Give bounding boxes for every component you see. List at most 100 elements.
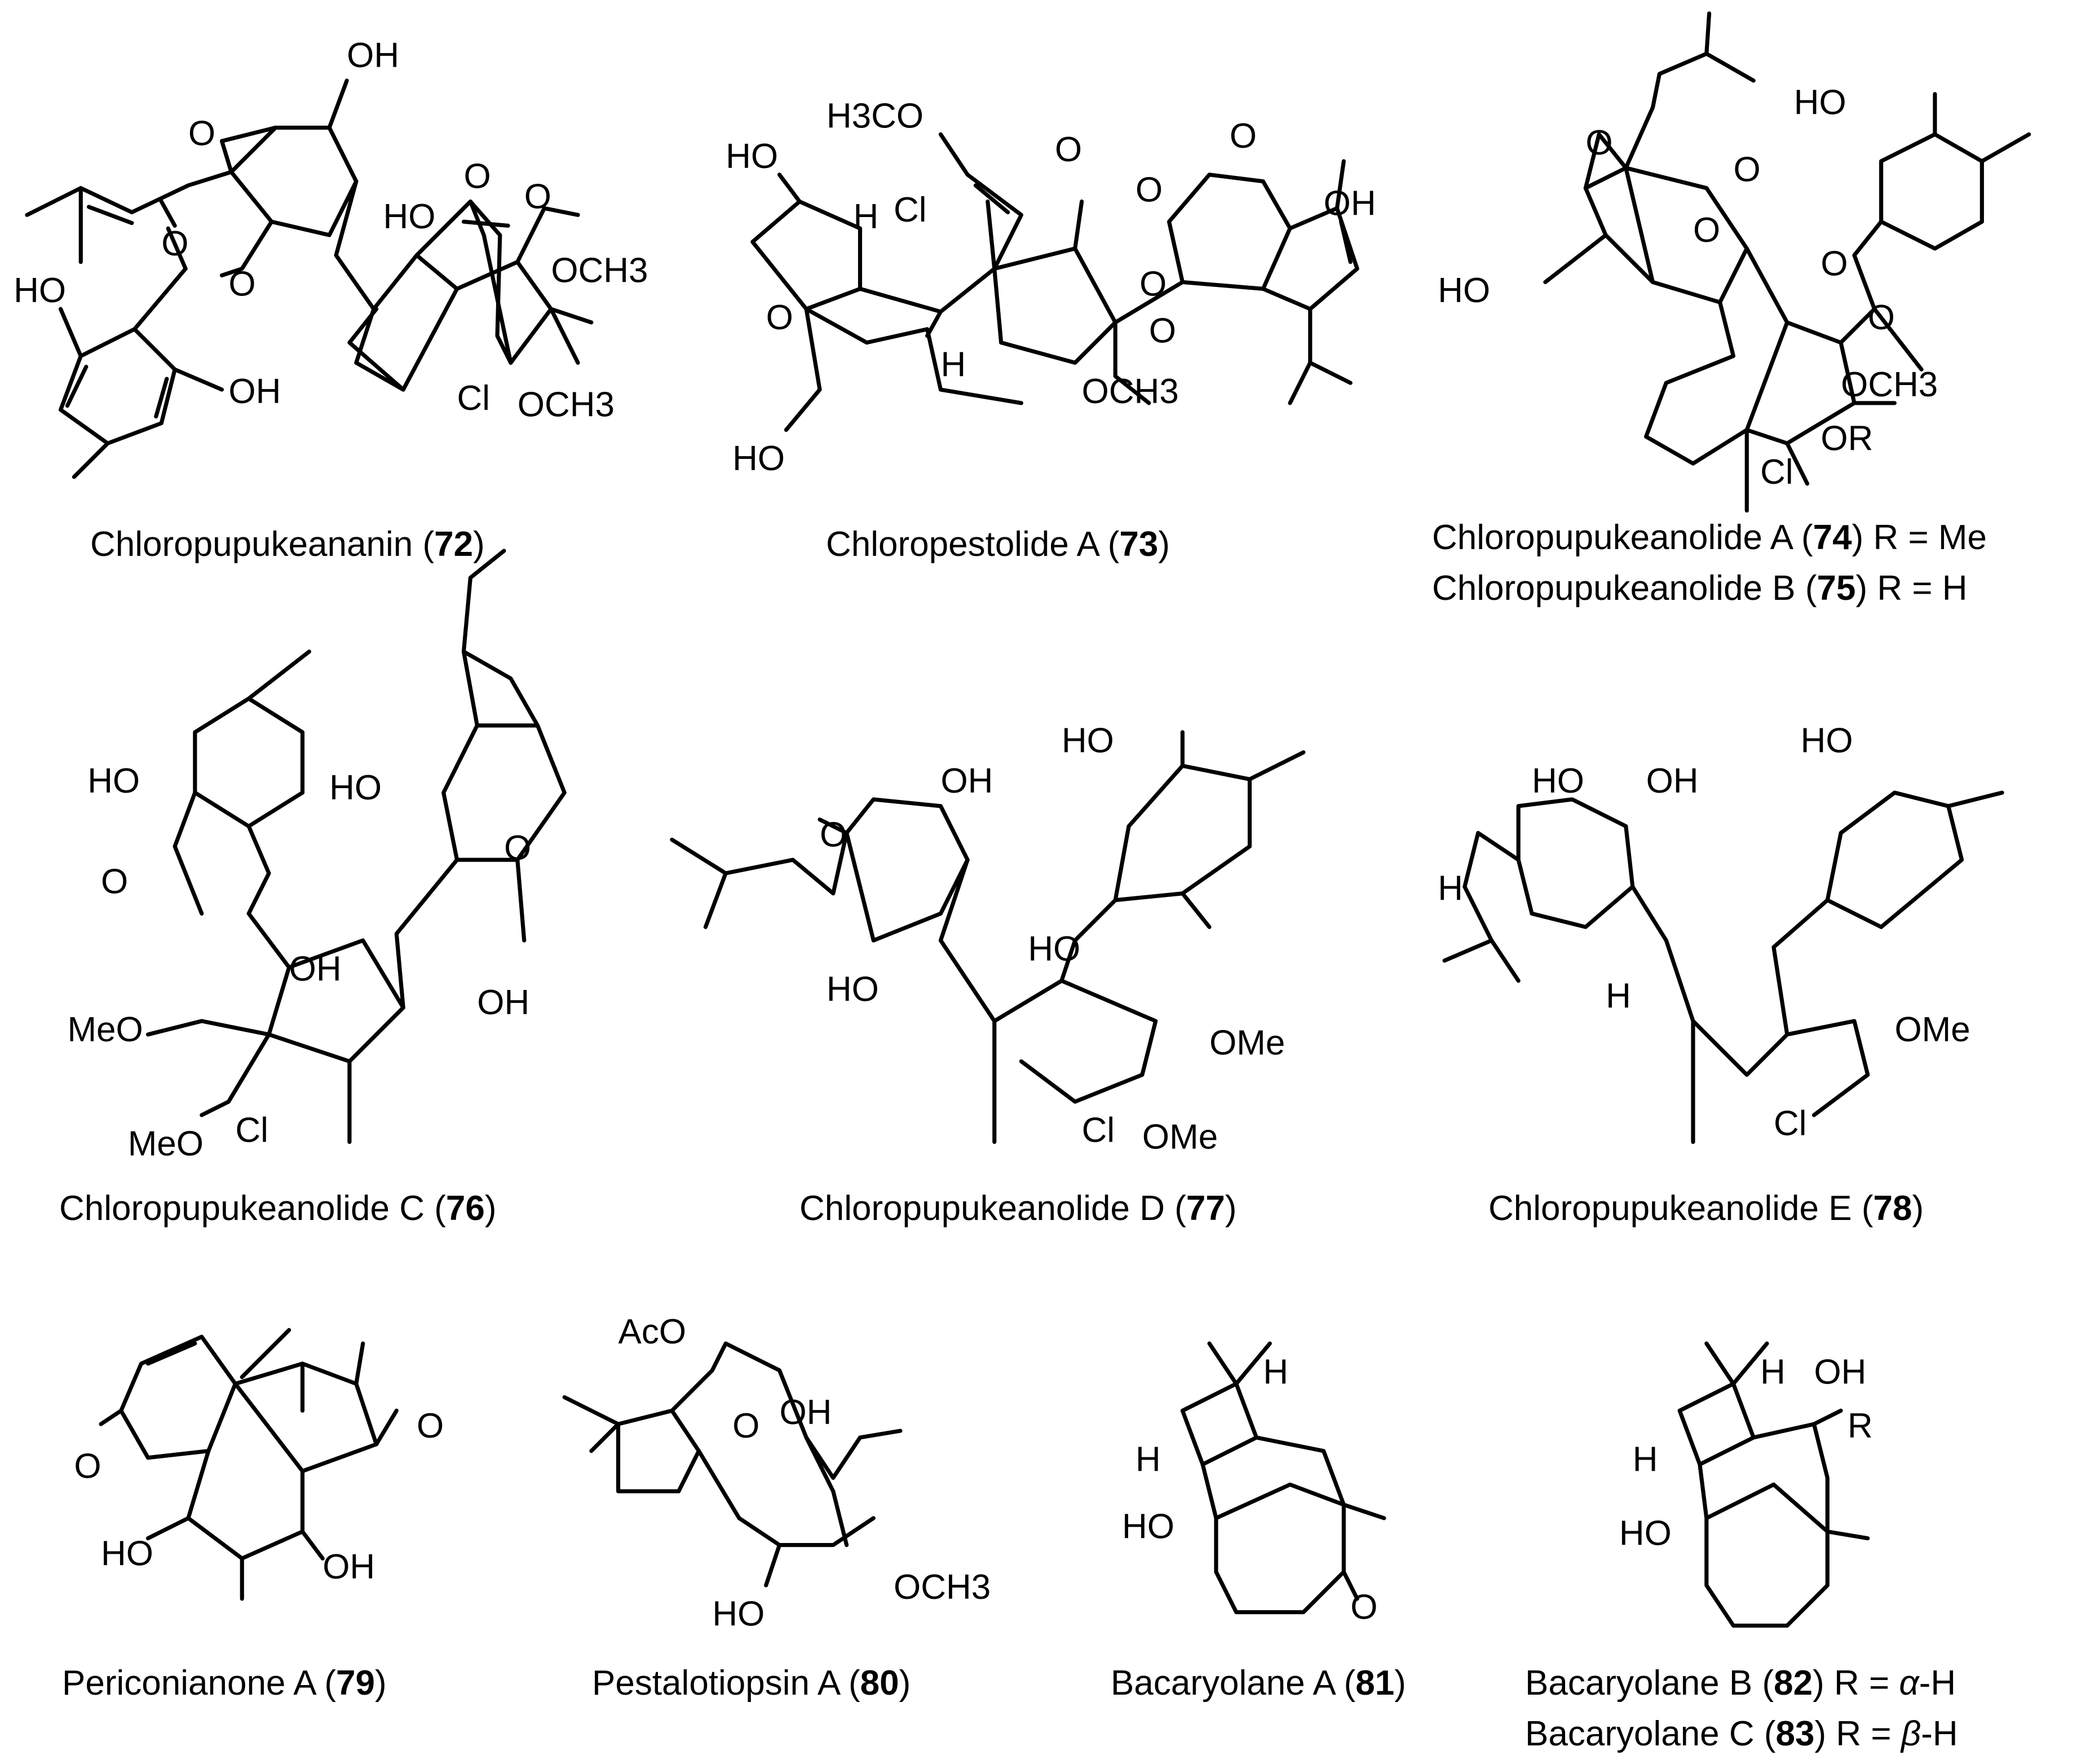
- atom-label: OMe: [1209, 1024, 1285, 1063]
- atom-label: HO: [726, 137, 778, 176]
- compound-number: 80: [860, 1664, 899, 1703]
- structure-74-75: [1543, 11, 2031, 513]
- caption-79: Periconianone A (79): [62, 1664, 387, 1703]
- atom-label: O: [1230, 117, 1257, 156]
- structure-79: [99, 1328, 399, 1601]
- atom-label: R: [1848, 1407, 1873, 1445]
- caption-73: Chloropestolide A (73): [826, 525, 1170, 564]
- caption-83: Bacaryolane C (83) R = β-H: [1525, 1714, 1958, 1753]
- compound-name: Chloropupukeananin: [90, 525, 413, 564]
- atom-label: OH: [228, 372, 281, 411]
- atom-label: OH: [940, 762, 993, 801]
- atom-label: AcO: [618, 1312, 686, 1351]
- compound-number: 79: [336, 1664, 375, 1703]
- caption-72: Chloropupukeananin (72): [90, 525, 485, 564]
- atom-label: HO: [712, 1595, 765, 1634]
- structure-73: [750, 132, 1359, 432]
- atom-label: OMe: [1142, 1118, 1218, 1157]
- compound-name: Chloropupukeanolide B: [1432, 569, 1796, 608]
- atom-label: OCH3: [551, 251, 648, 290]
- atom-label: Cl: [1774, 1104, 1807, 1143]
- atom-label: H: [1633, 1440, 1658, 1479]
- atom-label: H: [940, 345, 966, 384]
- compound-number: 78: [1873, 1189, 1912, 1228]
- atom-label: OH: [477, 983, 529, 1022]
- atom-label: OH: [1324, 184, 1376, 223]
- compound-number: 82: [1774, 1664, 1813, 1703]
- atom-label: O: [504, 829, 531, 868]
- atom-label: H: [1606, 976, 1631, 1015]
- compound-number: 76: [445, 1189, 485, 1228]
- compound-number: 77: [1186, 1189, 1225, 1228]
- atom-label: Cl: [457, 379, 490, 418]
- atom-label: O: [1585, 123, 1612, 162]
- atom-label: HO: [1122, 1507, 1174, 1546]
- compound-name: Chloropestolide A: [826, 525, 1098, 564]
- atom-label: HO: [101, 1534, 153, 1573]
- compound-name: Bacaryolane B: [1525, 1664, 1753, 1703]
- compound-number: 83: [1775, 1714, 1815, 1753]
- atom-label: HO: [383, 197, 435, 236]
- atom-label: OCH3: [518, 386, 615, 425]
- atom-label: HO: [1438, 271, 1490, 310]
- compound-number: 73: [1119, 525, 1159, 564]
- atom-label: O: [1135, 170, 1163, 209]
- atom-label: HO: [1062, 722, 1114, 761]
- atom-label: O: [766, 298, 793, 337]
- atom-label: HO: [827, 970, 879, 1009]
- atom-label: HO: [14, 271, 66, 310]
- compound-name: Bacaryolane C: [1525, 1714, 1755, 1753]
- atom-label: OCH3: [1082, 372, 1179, 411]
- compound-name: Chloropupukeanolide C: [59, 1189, 425, 1228]
- compound-name: Chloropupukeanolide E: [1488, 1189, 1852, 1228]
- atom-label: O: [1820, 245, 1848, 284]
- compound-name: Chloropupukeanolide D: [799, 1189, 1165, 1228]
- atom-label: O: [732, 1407, 759, 1445]
- compound-name: Pestalotiopsin A: [592, 1664, 839, 1703]
- structure-80: [562, 1341, 903, 1588]
- atom-label: O: [1149, 312, 1176, 351]
- structure-78: [1442, 790, 2004, 1144]
- atom-label: HO: [87, 762, 140, 801]
- structure-82-83: [1677, 1341, 1870, 1628]
- atom-label: O: [1733, 151, 1760, 189]
- atom-label: OH: [779, 1393, 832, 1432]
- caption-78: Chloropupukeanolide E (78): [1488, 1189, 1924, 1228]
- atom-label: H3CO: [827, 96, 923, 135]
- structure-72: [25, 78, 594, 479]
- atom-label: HO: [329, 768, 382, 807]
- r-group: R = H: [1877, 569, 1968, 608]
- caption-80: Pestalotiopsin A (80): [592, 1664, 911, 1703]
- atom-label: O: [101, 863, 128, 901]
- atom-label: OH: [1646, 762, 1699, 801]
- atom-label: O: [820, 815, 847, 854]
- r-group: R = α-H: [1833, 1664, 1956, 1703]
- compound-name: Bacaryolane A: [1111, 1664, 1334, 1703]
- caption-76: Chloropupukeanolide C (76): [59, 1189, 497, 1228]
- atom-label: H: [1438, 869, 1463, 908]
- atom-label: Cl: [1760, 453, 1793, 492]
- compound-number: 72: [434, 525, 474, 564]
- atom-label: MeO: [128, 1124, 204, 1163]
- atom-label: OCH3: [1841, 365, 1938, 404]
- atom-label: HO: [1028, 930, 1080, 969]
- structure-81: [1180, 1341, 1386, 1615]
- compound-number: 81: [1355, 1664, 1395, 1703]
- caption-82: Bacaryolane B (82) R = α-H: [1525, 1664, 1956, 1703]
- atom-label: O: [74, 1447, 101, 1486]
- structure-77: [670, 730, 1306, 1144]
- atom-label: H: [854, 197, 879, 236]
- atom-label: O: [1055, 130, 1082, 169]
- atom-label: O: [1693, 211, 1720, 250]
- atom-label: O: [1139, 264, 1166, 303]
- atom-label: O: [228, 264, 255, 303]
- compound-number: 74: [1813, 518, 1852, 557]
- r-group: R = Me: [1873, 518, 1987, 557]
- atom-label: Cl: [894, 191, 927, 229]
- compound-number: 75: [1817, 569, 1856, 608]
- atom-label: HO: [732, 439, 785, 478]
- atom-label: H: [1760, 1353, 1786, 1392]
- atom-label: O: [188, 114, 215, 153]
